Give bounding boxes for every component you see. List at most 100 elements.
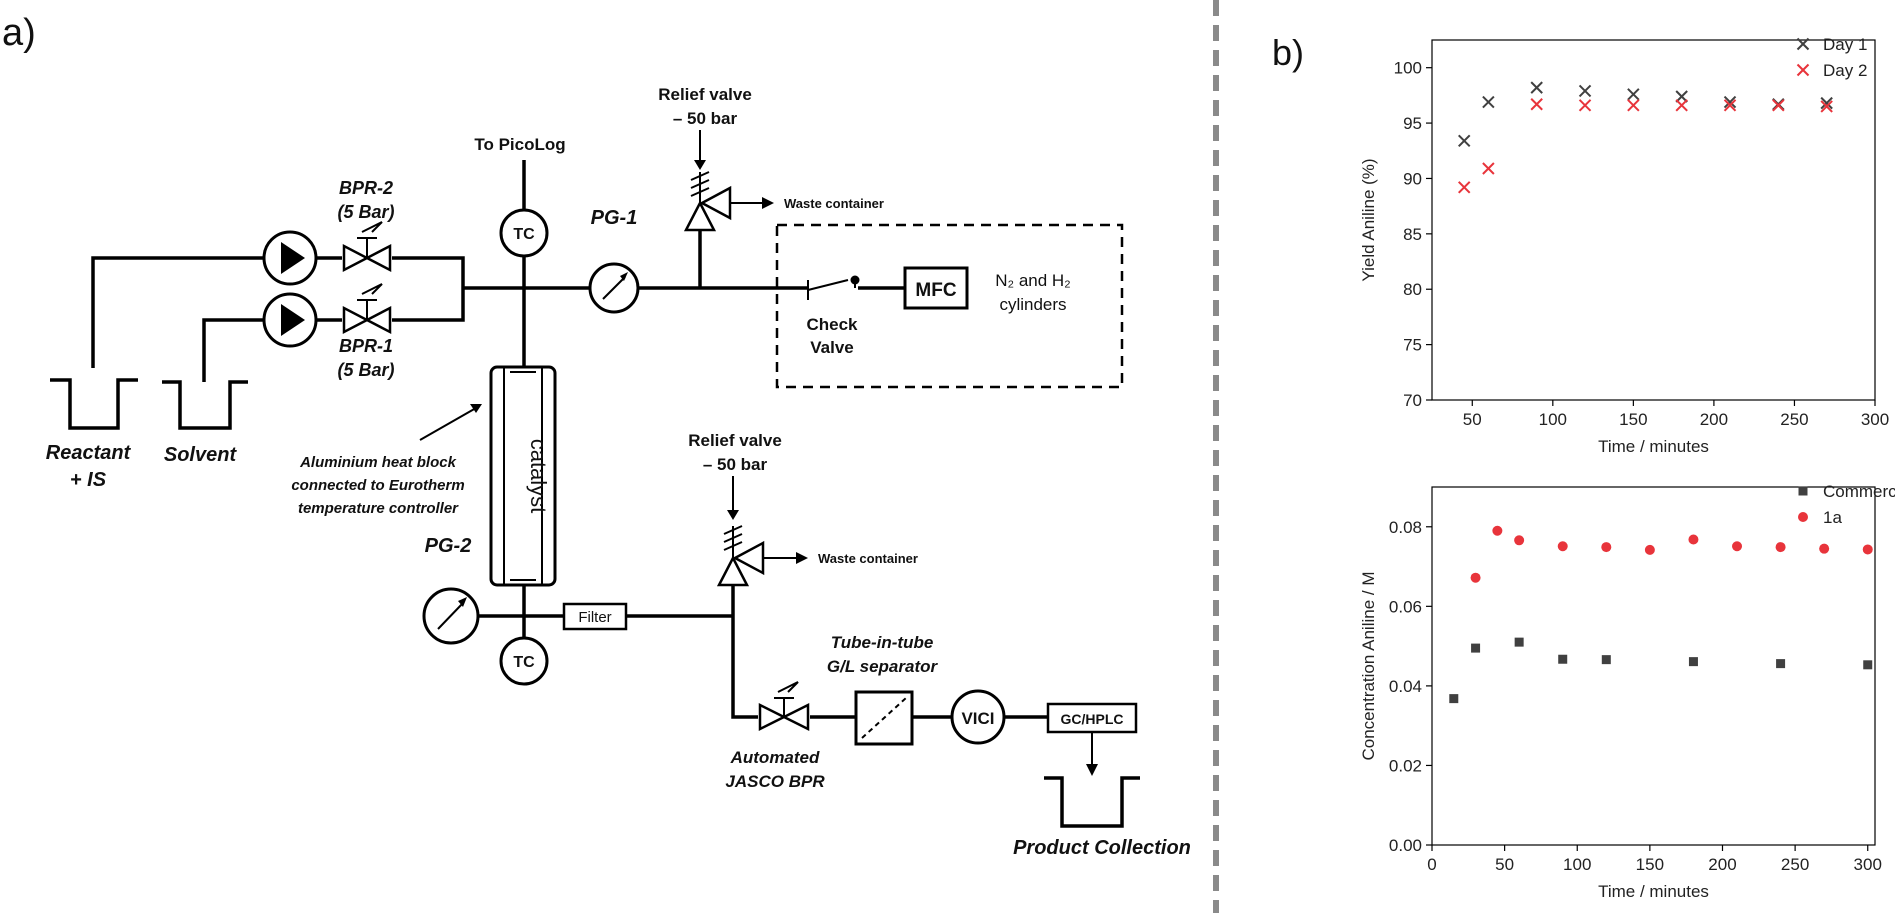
svg-text:BPR-2: BPR-2 [339,178,393,198]
relief-valve-icon [683,200,717,232]
panel-a-label: a) [2,12,36,54]
panel-a-flow-diagram: a) [2,12,1191,859]
arrow-right-icon [762,197,774,209]
y-tick-label: 70 [1403,391,1422,410]
legend-marker [1796,63,1810,77]
data-point [1514,637,1524,647]
x-tick-label: 150 [1619,410,1647,429]
catalyst-reactor: catalyst [489,365,557,587]
legend-label: Day 1 [1823,35,1867,54]
svg-text:G/L separator: G/L separator [827,657,939,676]
x-tick-label: 100 [1563,855,1591,874]
data-point [1723,95,1737,109]
data-point-stroke [1458,134,1471,148]
legend-marker [1796,37,1810,51]
data-point-stroke [1530,81,1543,94]
data-point [1458,134,1471,148]
data-point-stroke [1820,100,1833,113]
svg-text:+ IS: + IS [70,469,107,491]
x-tick-label: 100 [1539,410,1567,429]
y-tick-label: 75 [1403,336,1422,355]
bpr-2-valve: BPR-2 (5 Bar) [337,178,395,273]
pressure-gauge-2: PG-2 [422,535,480,645]
reactant-feed-pipe [91,256,264,368]
x-tick-label: 50 [1495,855,1514,874]
data-point [1688,657,1698,667]
data-point [1675,99,1688,112]
waste-container-top-label: Waste container [784,196,884,211]
check-valve-icon [807,279,849,291]
data-point [1601,542,1612,553]
valve-icon [342,243,370,273]
x-tick-label: 50 [1463,410,1482,429]
x-tick-label: 300 [1861,410,1889,429]
y-tick-label: 95 [1403,114,1422,133]
svg-text:TC: TC [513,654,535,671]
data-point [1471,643,1481,653]
data-point-stroke [1578,84,1592,98]
filter-box: Filter [562,602,628,631]
arrow-down-icon [1086,764,1098,776]
relief-valve-top: Relief valve – 50 bar Waste container [658,85,884,232]
svg-text:Relief valve: Relief valve [688,431,782,450]
tube-in-tube-separator: Tube-in-tube G/L separator [827,633,939,746]
svg-text:(5 Bar): (5 Bar) [337,360,394,380]
heat-block-annotation: Aluminium heat block connected to Euroth… [291,404,482,517]
outlet-pipe [731,616,758,719]
data-point [1578,99,1592,112]
data-point [1470,572,1481,583]
x-axis-label: Time / minutes [1598,882,1709,901]
data-point [1732,541,1743,552]
x-axis-label: Time / minutes [1598,437,1709,456]
bpr-manifold-pipe [392,256,465,322]
data-point-stroke [1723,95,1737,109]
data-point [1482,162,1495,175]
svg-text:– 50 bar: – 50 bar [703,455,768,474]
y-tick-label: 0.02 [1389,756,1422,775]
valve-icon [342,305,370,335]
solvent-feed-pipe [202,318,264,382]
data-point [1530,81,1543,94]
svg-text:VICI: VICI [961,709,994,728]
plot-frame [1431,486,1876,846]
data-point [1627,88,1640,101]
relief-valve-icon [716,555,750,587]
y-tick-label: 100 [1394,59,1422,78]
x-tick-label: 0 [1427,855,1436,874]
data-point [1558,654,1568,664]
y-tick-label: 0.00 [1389,836,1422,855]
svg-text:Aluminium heat block: Aluminium heat block [299,454,457,471]
x-tick-label: 150 [1636,855,1664,874]
data-point [1644,544,1655,555]
data-point-stroke [1820,96,1833,110]
gas-label: N₂ and H₂ [995,271,1071,290]
pump-icon [281,242,305,274]
legend-marker [1798,486,1808,496]
legend-label: 1a [1823,508,1842,527]
data-point-stroke [1482,162,1495,175]
svg-text:temperature controller: temperature controller [298,500,459,517]
pump-solvent [262,292,318,348]
y-tick-label: 80 [1403,280,1422,299]
legend-label: Commercial [1823,482,1895,501]
svg-text:PG-2: PG-2 [425,535,472,557]
legend-marker-stroke [1796,63,1810,77]
data-point-stroke [1458,181,1471,194]
svg-text:connected to Eurotherm: connected to Eurotherm [291,477,464,494]
data-point-stroke [1675,90,1688,103]
data-point [1514,535,1525,546]
data-point [1675,90,1688,103]
y-tick-label: 0.08 [1389,518,1422,537]
y-tick-label: 0.06 [1389,597,1422,616]
legend-marker [1798,512,1808,522]
pump-reactant [262,230,318,286]
data-point [1775,542,1786,553]
svg-text:BPR-1: BPR-1 [339,336,393,356]
svg-text:Relief valve: Relief valve [658,85,752,104]
pipework [91,160,1048,719]
data-point [1820,96,1833,110]
mfc-box [903,266,969,310]
